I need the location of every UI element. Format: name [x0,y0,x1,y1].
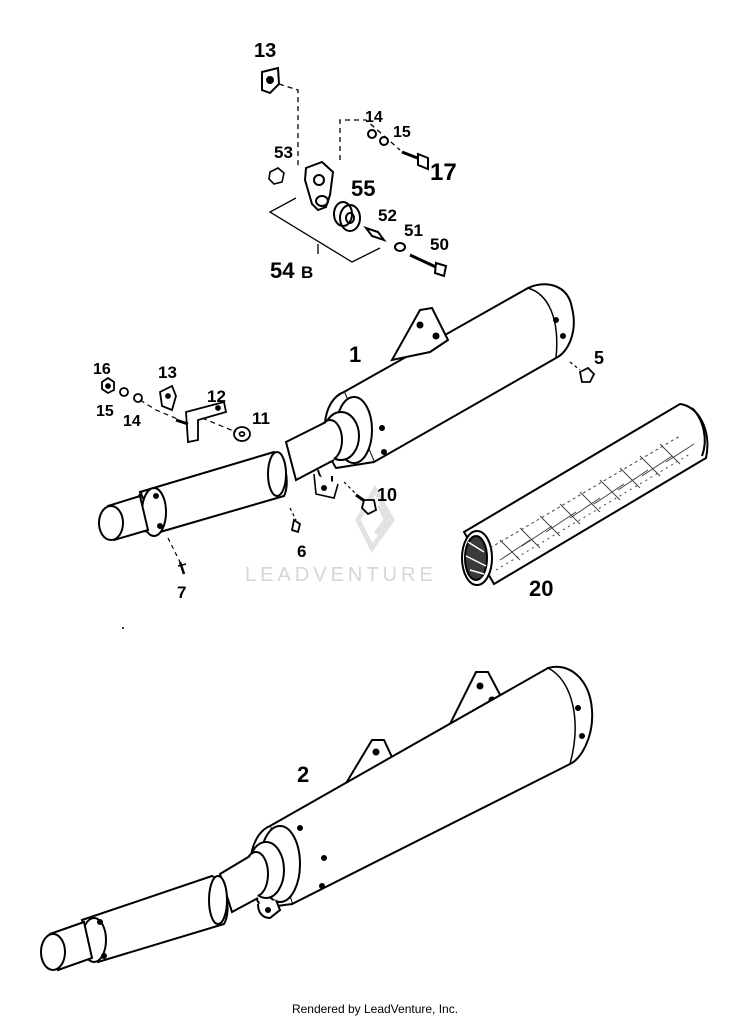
label-55: 55 [351,176,375,201]
front-pipe [98,450,288,542]
label-14-top: 14 [365,109,383,126]
muffler-1 [284,283,575,499]
label-52: 52 [378,206,397,225]
label-17: 17 [430,159,457,186]
screw-6 [289,507,302,534]
label-54: 54 [270,258,295,283]
label-12: 12 [207,387,226,406]
label-16: 16 [93,361,111,378]
label-7: 7 [177,583,186,602]
label-1: 1 [349,342,361,367]
label-5: 5 [594,348,604,368]
label-15-left: 15 [96,403,114,420]
bolt-10 [343,481,378,516]
part-labels: 13 14 15 53 17 55 52 51 50 54 B 1 5 16 1… [93,40,604,787]
watermark-text: LEADVENTURE [245,564,437,586]
label-53: 53 [274,143,293,162]
label-6: 6 [297,542,306,561]
bracket-assembly [261,66,448,278]
label-51: 51 [404,221,423,240]
speck [122,627,124,629]
label-10: 10 [377,485,397,505]
label-50: 50 [430,235,449,254]
label-15-top: 15 [393,124,411,141]
small-parts-left [101,376,251,444]
screw-7 [167,537,187,575]
label-14-left: 14 [123,413,141,430]
label-20: 20 [529,576,553,601]
label-11: 11 [252,409,270,428]
label-13-left: 13 [158,363,177,382]
bolt-5 [569,361,596,383]
label-54-suffix: B [301,263,313,282]
watermark: LEADVENTURE [245,484,437,586]
label-2: 2 [297,762,309,787]
heat-wrap-20 [461,402,709,586]
muffler-2 [40,665,594,972]
footer-credit: Rendered by LeadVenture, Inc. [291,1002,459,1016]
label-13-top: 13 [254,40,276,62]
